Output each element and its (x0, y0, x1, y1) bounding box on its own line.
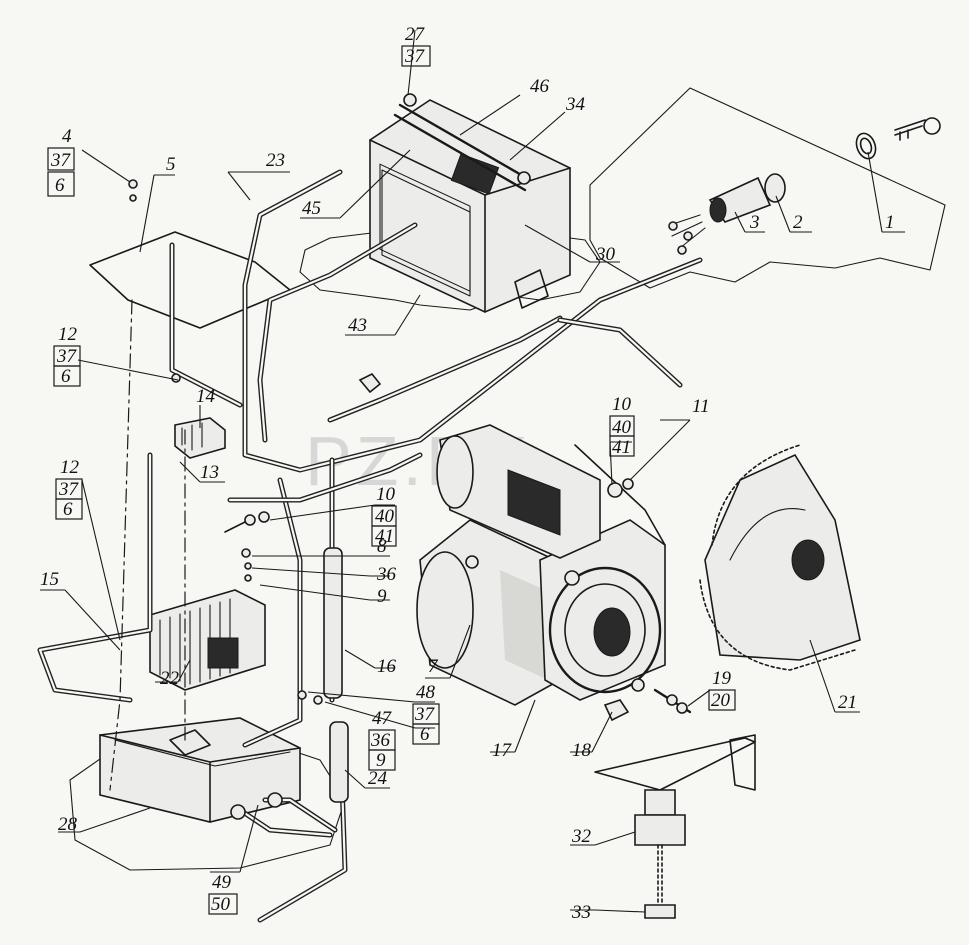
callout-1: 1 (885, 212, 895, 233)
callout-4-bot: 6 (55, 175, 65, 196)
callout-10b-top: 10 (376, 484, 396, 505)
callout-37: 37 (404, 46, 426, 67)
protective-sleeve (323, 547, 349, 803)
starter-motor (416, 519, 666, 706)
callout-labels: 1 2 3 4 37 6 5 7 8 9 10 40 41 10 40 41 1… (40, 24, 895, 923)
callout-33: 33 (571, 902, 591, 923)
callout-47-box (368, 749, 396, 771)
callout-13: 13 (200, 462, 219, 483)
callout-4-box (47, 147, 75, 171)
callout-10a-bot: 41 (612, 437, 631, 458)
callout-14: 14 (196, 386, 216, 407)
callout-10a-box (609, 435, 635, 457)
callout-49: 49 (212, 872, 232, 893)
solenoid (436, 424, 666, 559)
callout-12a-mid: 37 (56, 346, 78, 367)
callout-21: 21 (838, 692, 857, 713)
callout-16: 16 (377, 656, 397, 677)
ignition-switch (668, 173, 786, 255)
callout-47-top: 47 (372, 708, 393, 729)
callout-50: 50 (211, 894, 231, 915)
callout-36: 36 (376, 564, 397, 585)
callout-47-bot: 9 (376, 750, 386, 771)
callout-7: 7 (428, 656, 439, 677)
callout-48-top: 48 (416, 682, 436, 703)
voltage-regulator (149, 589, 266, 691)
hardware (128, 179, 692, 820)
callout-15: 15 (40, 569, 59, 590)
callout-9: 9 (377, 586, 387, 607)
callout-20: 20 (711, 690, 731, 711)
callout-27-box (401, 45, 431, 67)
callout-34: 34 (565, 94, 586, 115)
callout-28: 28 (58, 814, 78, 835)
callout-18: 18 (572, 740, 592, 761)
callout-4-box (47, 171, 75, 197)
callout-2: 2 (793, 212, 803, 233)
callout-12b-top: 12 (60, 457, 80, 478)
callout-17: 17 (492, 740, 513, 761)
ignition-key-icon (855, 117, 941, 160)
callout-19-box (708, 689, 736, 711)
callout-19: 19 (712, 668, 732, 689)
callout-10b-bot: 41 (375, 526, 394, 547)
flywheel (699, 444, 861, 671)
battery (369, 99, 571, 313)
callout-48-box (412, 723, 440, 745)
axis-line (109, 299, 133, 791)
callout-12a-top: 12 (58, 324, 78, 345)
callout-46: 46 (530, 76, 550, 97)
callout-23: 23 (266, 150, 285, 171)
callout-5: 5 (166, 154, 176, 175)
leader-lines (40, 29, 905, 913)
callout-48-mid: 37 (414, 704, 436, 725)
callout-10a-mid: 40 (612, 417, 632, 438)
callout-12a-bot: 6 (61, 366, 71, 387)
callout-24: 24 (368, 768, 388, 789)
relay (174, 417, 226, 459)
callout-48-bot: 6 (420, 724, 430, 745)
callout-12b-box (55, 498, 83, 520)
ground-strap (594, 734, 756, 919)
callout-3: 3 (749, 212, 760, 233)
callout-4-top: 4 (62, 126, 72, 147)
callout-45: 45 (302, 198, 321, 219)
dashboard-panel (589, 87, 946, 289)
callout-43: 43 (348, 315, 367, 336)
callout-49-box (208, 893, 238, 915)
callout-10a-top: 10 (612, 394, 632, 415)
callout-4-mid: 37 (50, 150, 72, 171)
callout-30: 30 (595, 244, 616, 265)
callout-10b-box (371, 525, 397, 547)
callout-22: 22 (160, 668, 180, 689)
hold-down-bar (393, 93, 549, 309)
callout-12a-box (53, 365, 81, 387)
callout-12b-mid: 37 (58, 479, 80, 500)
callout-12b-bot: 6 (63, 499, 73, 520)
callout-11: 11 (692, 396, 710, 417)
callout-32: 32 (571, 826, 592, 847)
bracket-plate (89, 231, 291, 329)
callout-47-mid: 36 (370, 730, 391, 751)
callout-10b-mid: 40 (375, 506, 395, 527)
callout-27: 27 (405, 24, 426, 45)
